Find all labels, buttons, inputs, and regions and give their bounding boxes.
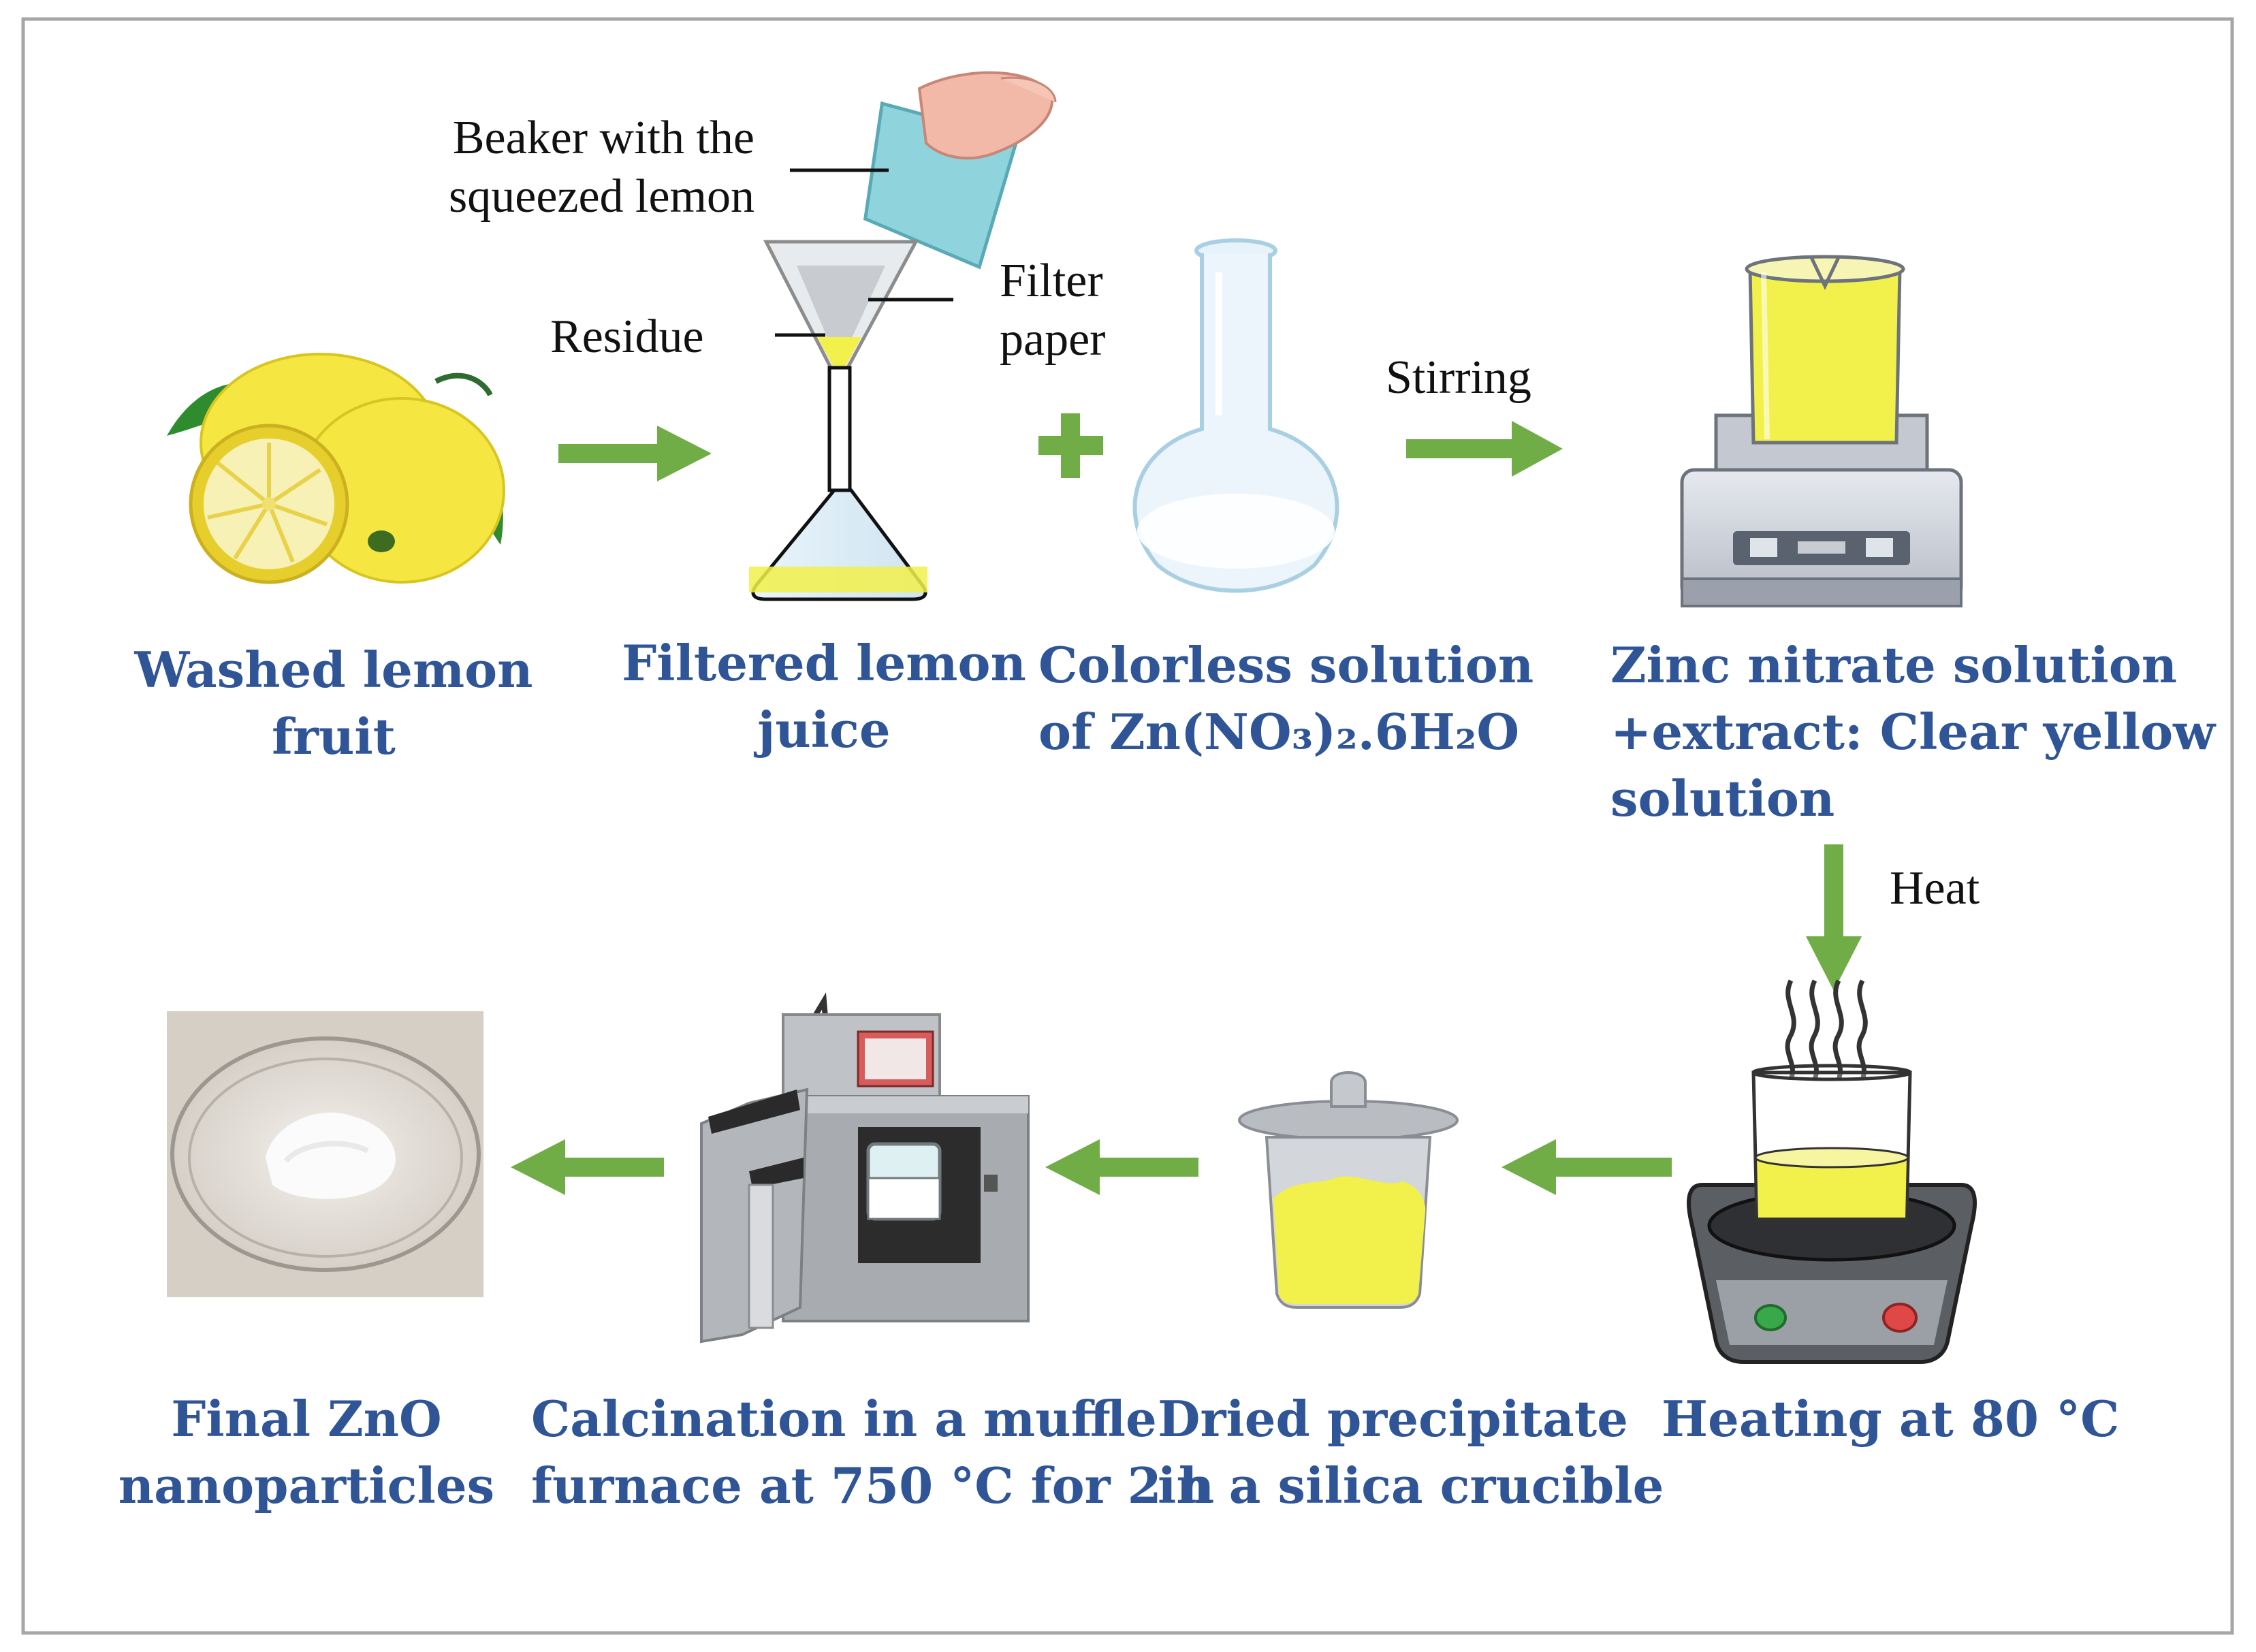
- annotation-filter-paper: Filter paper: [1000, 255, 1106, 366]
- caption-washed-lemon: Washed lemon fruit: [134, 641, 533, 765]
- caption-colorless-solution: Colorless solution of Zn(NO₃)₂.6H₂O: [1038, 636, 1534, 761]
- arrow-left-icon: [511, 1139, 664, 1195]
- caption-final-zno: Final ZnO nanoparticles: [118, 1390, 495, 1514]
- silica-crucible-icon: [1238, 1071, 1459, 1309]
- annotation-residue: Residue: [550, 311, 704, 363]
- magnetic-stirrer-icon: [1680, 255, 1963, 607]
- arrow-right-icon: [558, 426, 712, 481]
- annotation-beaker: Beaker with the squeezed lemon: [449, 112, 754, 223]
- annotation-heat: Heat: [1890, 862, 1980, 915]
- filter-funnel-flask-icon: [749, 240, 953, 601]
- volumetric-flask-icon: [1132, 238, 1339, 593]
- caption-heating: Heating at 80 °C: [1662, 1390, 2120, 1448]
- zno-petri-dish-photo: [167, 1011, 483, 1297]
- plus-icon: [1038, 413, 1103, 478]
- hot-plate-icon: [1687, 979, 1977, 1364]
- pouring-beaker-icon: [790, 71, 1057, 270]
- arrow-right-icon: [1406, 421, 1563, 477]
- caption-zinc-nitrate: Zinc nitrate solution +extract: Clear ye…: [1610, 636, 2216, 827]
- caption-calcination: Calcination in a muffle furnace at 750 °…: [531, 1390, 1215, 1514]
- lemon-fruit-icon: [167, 353, 505, 584]
- arrow-left-icon: [1502, 1139, 1672, 1195]
- annotation-stirring: Stirring: [1386, 351, 1531, 404]
- figure-frame: [21, 17, 2234, 1635]
- caption-dried-precipitate: Dried precipitate in a silica crucible: [1158, 1390, 1664, 1514]
- caption-filtered-juice: Filtered lemon juice: [622, 634, 1026, 759]
- arrow-down-icon: [1806, 844, 1862, 991]
- arrow-left-icon: [1045, 1139, 1198, 1195]
- muffle-furnace-icon: [700, 992, 1030, 1344]
